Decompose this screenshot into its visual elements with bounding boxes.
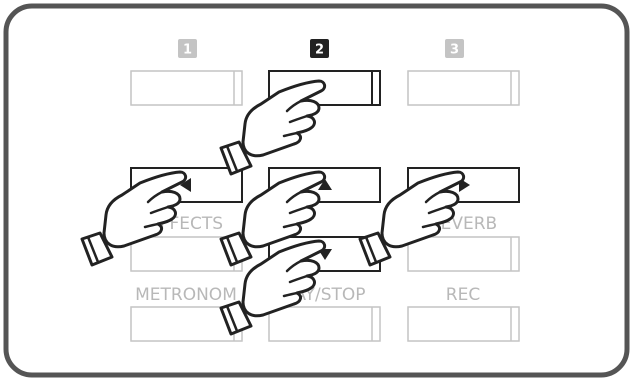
arrow-left-icon	[180, 178, 191, 192]
svg-text:1: 1	[183, 43, 192, 58]
svg-text:2: 2	[315, 43, 324, 58]
button-3[interactable]	[407, 70, 520, 106]
label-rec: REC	[446, 285, 480, 305]
svg-text:3: 3	[450, 43, 459, 58]
number-badge-2: 2	[310, 39, 329, 58]
reverb-button[interactable]	[407, 236, 520, 272]
button-1[interactable]	[130, 70, 243, 106]
label-metronome: METRONOM	[135, 285, 237, 305]
number-badge-3: 3	[445, 39, 464, 58]
number-badge-1: 1	[178, 39, 197, 58]
rec-button[interactable]	[407, 306, 520, 342]
arrow-up-icon	[318, 179, 332, 190]
play-stop-button[interactable]	[268, 306, 381, 342]
